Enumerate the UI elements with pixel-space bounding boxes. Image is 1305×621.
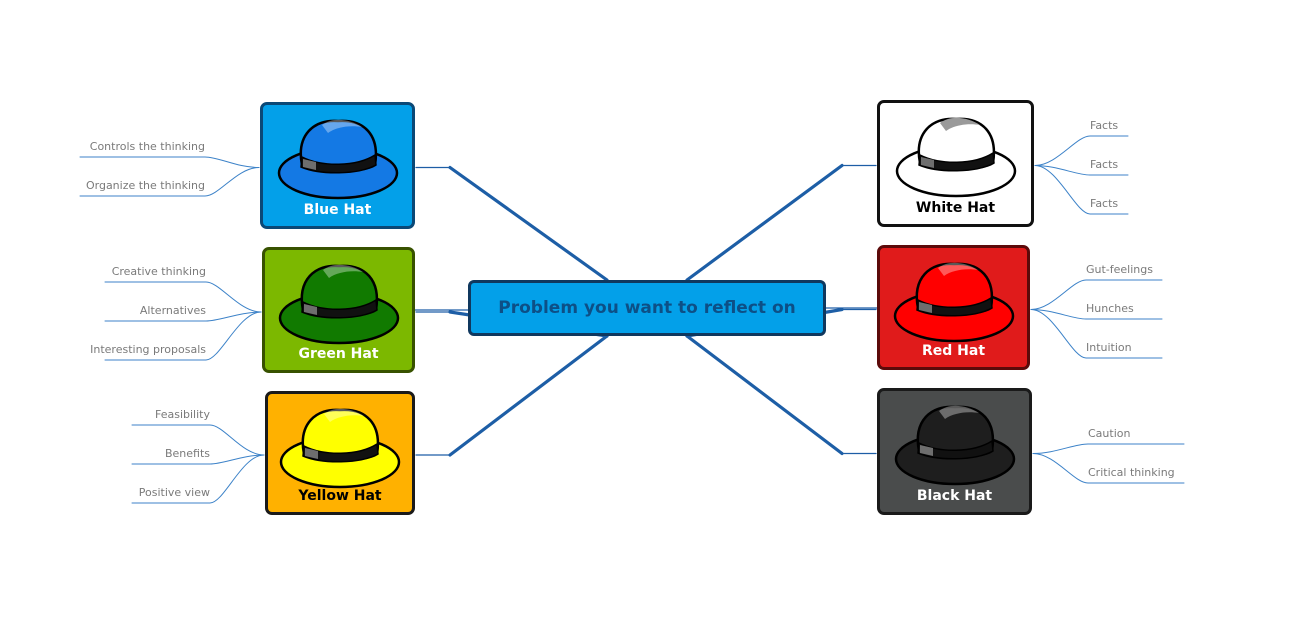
hat-node-label: White Hat <box>915 200 996 216</box>
subtopic-green-2[interactable]: Alternatives <box>139 304 206 317</box>
connector-line <box>131 424 265 456</box>
connector-line <box>1032 453 1185 484</box>
subtopic-blue-2[interactable]: Organize the thinking <box>85 179 205 192</box>
hat-node-white[interactable]: White Hat <box>877 100 1034 227</box>
connector-line <box>131 454 265 465</box>
hat-node-yellow[interactable]: Yellow Hat <box>265 391 415 515</box>
connector-line <box>685 163 844 282</box>
subtopic-red-1[interactable]: Gut-feelings <box>1086 263 1153 276</box>
connector-line <box>448 334 609 457</box>
hat-node-label: Red Hat <box>921 343 986 359</box>
subtopic-blue-1[interactable]: Controls the thinking <box>89 140 205 153</box>
connector-line <box>1034 165 1129 215</box>
fedora-hat-icon <box>893 399 1017 487</box>
connector-line <box>131 454 265 504</box>
hat-node-label: Yellow Hat <box>298 488 382 504</box>
hat-node-green[interactable]: Green Hat <box>262 247 415 373</box>
connector-line <box>685 334 844 456</box>
subtopic-green-3[interactable]: Interesting proposals <box>90 343 206 356</box>
connector-line <box>104 311 262 322</box>
fedora-hat-icon <box>894 111 1018 199</box>
connector-line <box>1034 165 1129 176</box>
subtopic-red-3[interactable]: Intuition <box>1086 341 1132 354</box>
connector-line <box>1030 279 1163 310</box>
subtopic-green-1[interactable]: Creative thinking <box>111 265 206 278</box>
central-topic[interactable]: Problem you want to reflect on <box>468 280 826 336</box>
hat-node-label: Blue Hat <box>303 202 372 218</box>
connector-line <box>1030 309 1163 359</box>
subtopic-white-3[interactable]: Facts <box>1090 197 1119 210</box>
connector-line <box>448 165 609 282</box>
subtopic-yellow-2[interactable]: Benefits <box>164 447 210 460</box>
central-topic-label: Problem you want to reflect on <box>498 298 796 318</box>
subtopic-white-1[interactable]: Facts <box>1090 119 1119 132</box>
hat-node-label: Green Hat <box>298 346 379 362</box>
connector-line <box>1034 135 1129 166</box>
connector-line <box>104 311 262 361</box>
connector-line <box>79 156 260 168</box>
fedora-hat-icon <box>278 402 402 490</box>
subtopic-white-2[interactable]: Facts <box>1090 158 1119 171</box>
fedora-hat-icon <box>276 113 400 201</box>
hat-node-blue[interactable]: Blue Hat <box>260 102 415 229</box>
subtopic-black-2[interactable]: Critical thinking <box>1088 466 1175 479</box>
hat-node-red[interactable]: Red Hat <box>877 245 1030 370</box>
hat-node-label: Black Hat <box>916 488 993 504</box>
subtopic-yellow-3[interactable]: Positive view <box>138 486 210 499</box>
subtopic-black-1[interactable]: Caution <box>1088 427 1131 440</box>
subtopic-yellow-1[interactable]: Feasibility <box>155 408 210 421</box>
hat-node-black[interactable]: Black Hat <box>877 388 1032 515</box>
connector-line <box>104 281 262 313</box>
connector-line <box>79 167 260 197</box>
fedora-hat-icon <box>892 256 1016 344</box>
connector-line <box>1032 443 1185 454</box>
connector-line <box>1030 309 1163 320</box>
subtopic-red-2[interactable]: Hunches <box>1086 302 1134 315</box>
fedora-hat-icon <box>277 258 401 346</box>
